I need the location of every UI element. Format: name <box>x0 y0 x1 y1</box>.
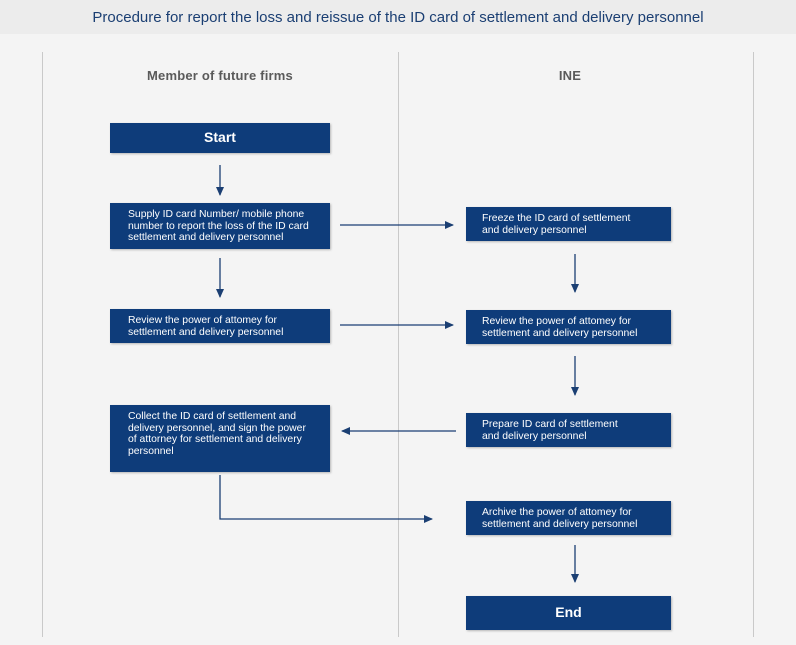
supply-id-card-step: Supply ID card Number/ mobile phone numb… <box>110 203 330 249</box>
member-review-text: Review the power of attomey for settleme… <box>128 315 284 338</box>
ine-review-step: Review the power of attomey for settleme… <box>466 310 671 344</box>
lane-header-members: Member of future firms <box>147 68 293 83</box>
collect-id-card-text: Collect the ID card of settlement and de… <box>128 411 306 457</box>
collect-id-card-step: Collect the ID card of settlement and de… <box>110 405 330 472</box>
end-node: End <box>466 596 671 630</box>
lane-header-ine: INE <box>558 68 582 83</box>
start-node: Start <box>110 123 330 153</box>
ine-review-text: Review the power of attomey for settleme… <box>482 316 638 339</box>
arrow-collect-to-archive <box>219 475 433 523</box>
lane-divider-left <box>42 52 43 637</box>
lane-divider-middle <box>398 52 399 637</box>
diagram-title: Procedure for report the loss and reissu… <box>0 0 796 34</box>
archive-text: Archive the power of attomey for settlem… <box>482 507 638 530</box>
supply-id-card-text: Supply ID card Number/ mobile phone numb… <box>128 209 309 243</box>
freeze-id-card-step: Freeze the ID card of settlement and del… <box>466 207 671 241</box>
prepare-id-card-text: Prepare ID card of settlement and delive… <box>482 419 618 442</box>
prepare-id-card-step: Prepare ID card of settlement and delive… <box>466 413 671 447</box>
archive-step: Archive the power of attomey for settlem… <box>466 501 671 535</box>
freeze-id-card-text: Freeze the ID card of settlement and del… <box>482 213 631 236</box>
lane-divider-right <box>753 52 754 637</box>
member-review-step: Review the power of attomey for settleme… <box>110 309 330 343</box>
